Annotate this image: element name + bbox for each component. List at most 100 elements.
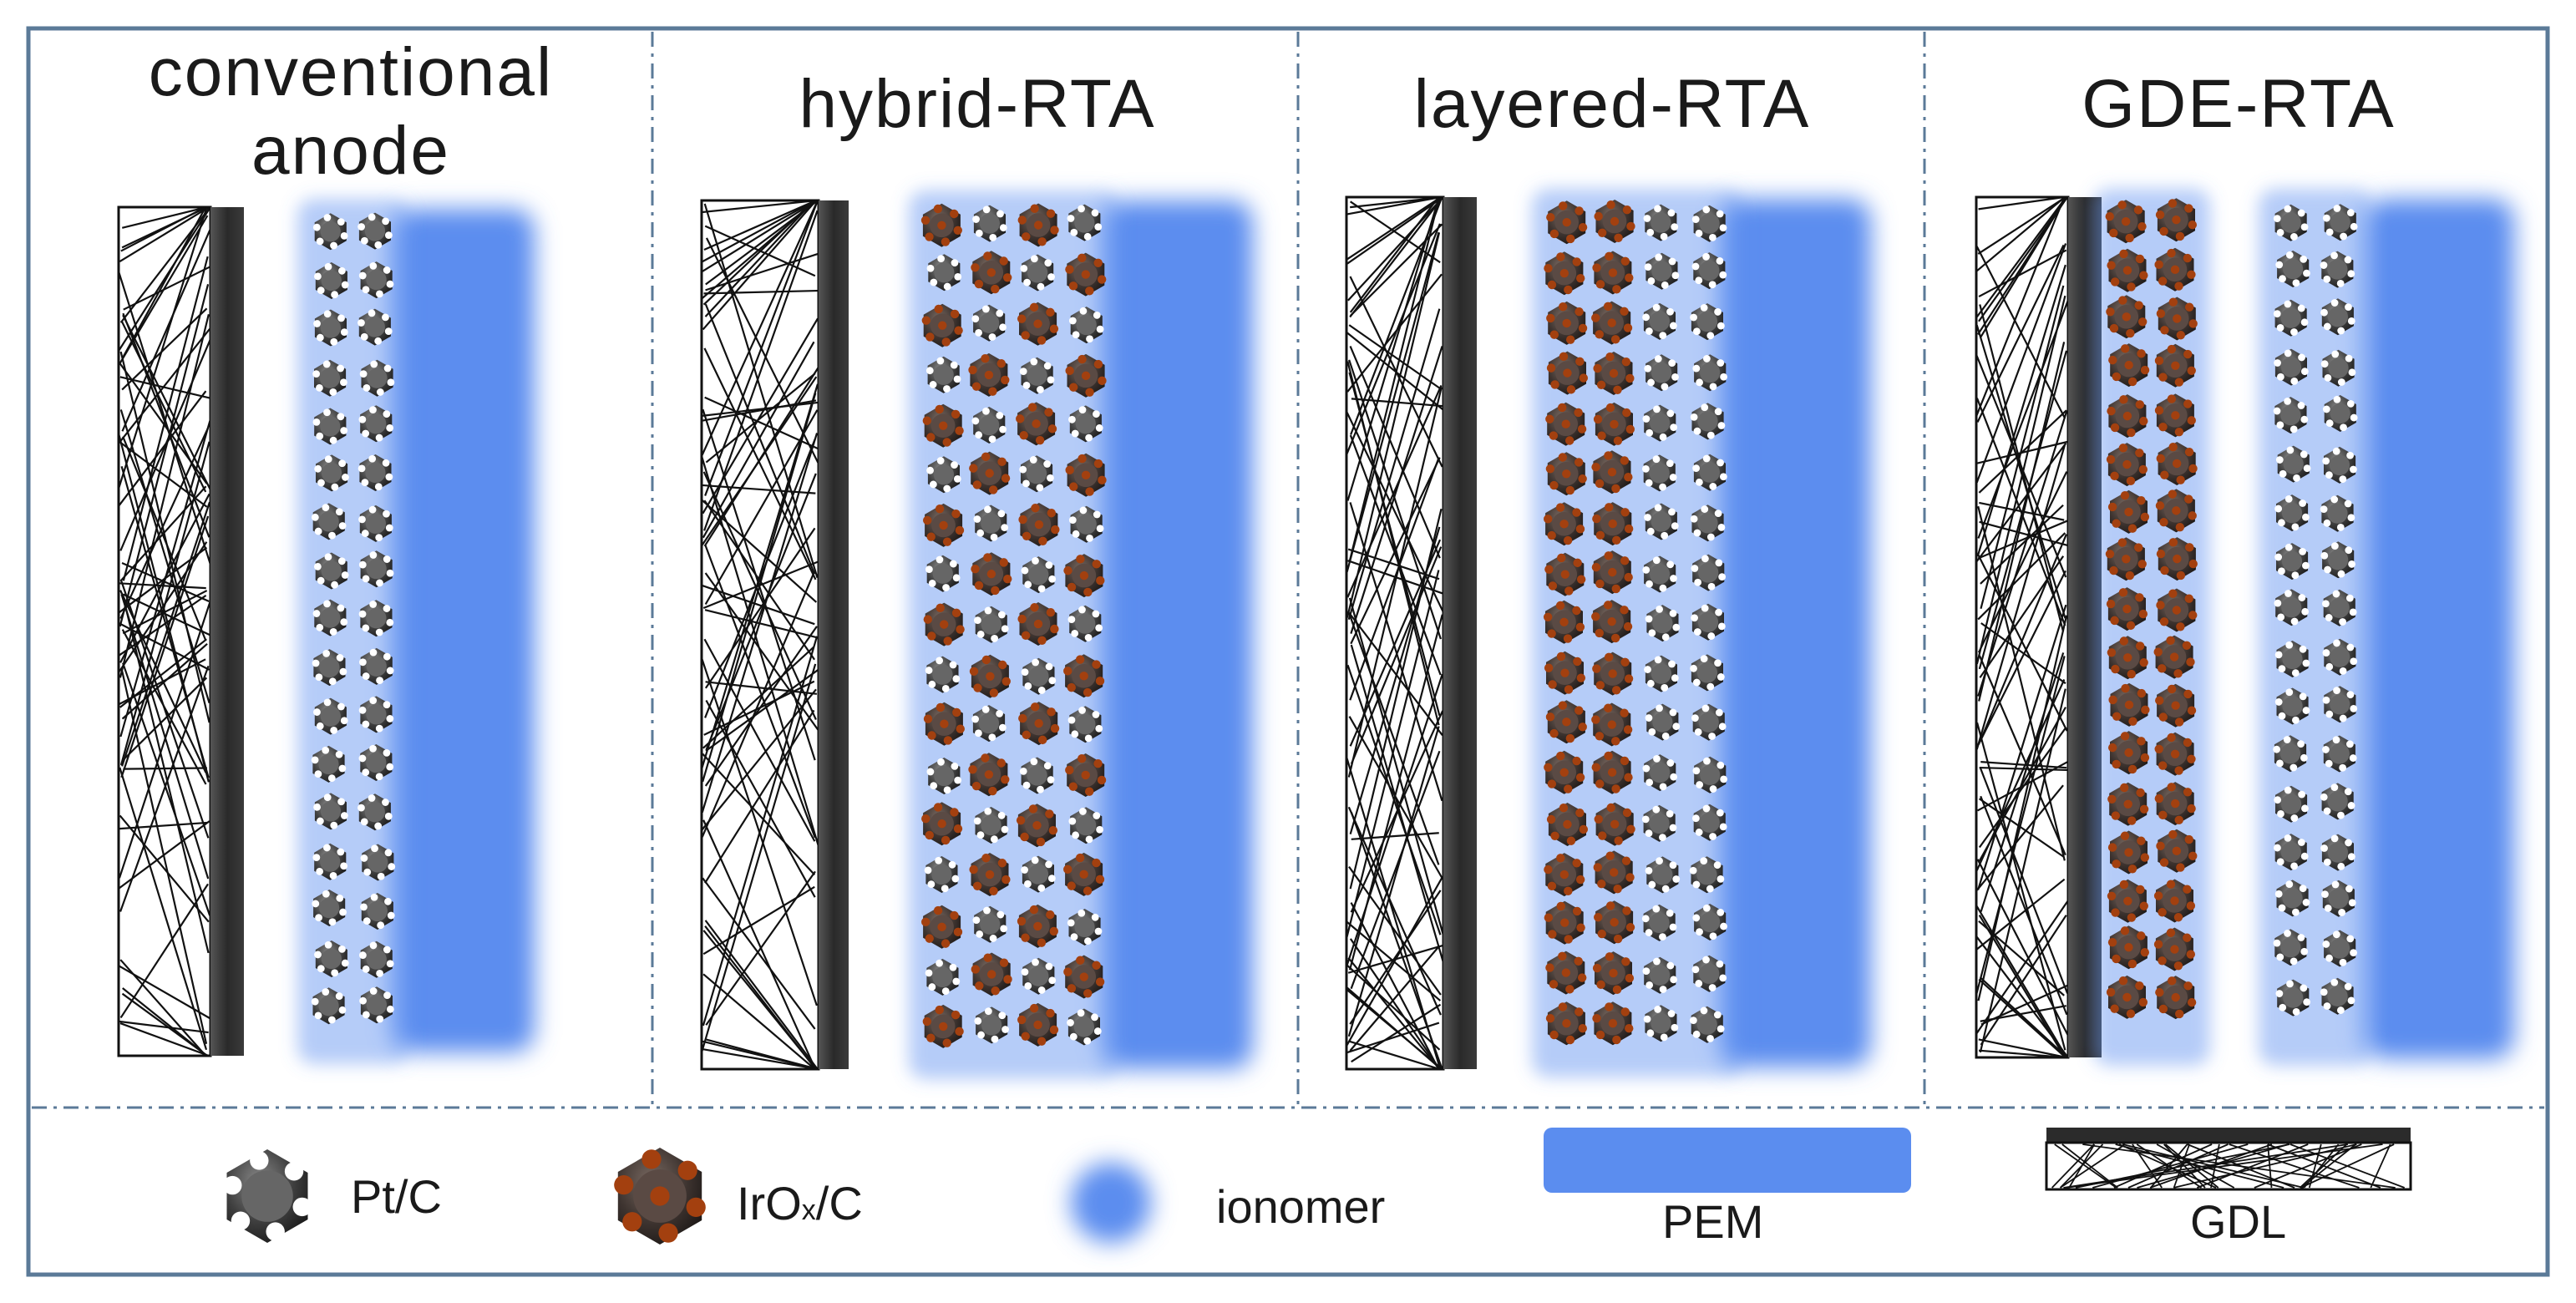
- iroxc-particle: [921, 303, 963, 347]
- ptc-particle: [2320, 834, 2355, 871]
- panel-title-conventional: conventional anode: [148, 34, 554, 189]
- panels-layer: [117, 189, 2514, 1079]
- iroxc-particle: [2155, 198, 2198, 242]
- ptc-particle: [1068, 807, 1103, 844]
- iroxc-particle: [2105, 200, 2147, 244]
- iroxc-particle: [1544, 552, 1586, 596]
- ptc-particle: [2273, 397, 2309, 434]
- iroxc-particle: [2105, 537, 2147, 581]
- gdl-mpl: [819, 200, 849, 1069]
- legend-label-iroxc: IrOx/C: [737, 1176, 863, 1230]
- iroxc-particle: [2107, 830, 2150, 875]
- iroxc-particle: [1018, 503, 1060, 546]
- iroxc-particle: [923, 602, 965, 646]
- iroxc-particle: [1592, 951, 1635, 996]
- ptc-particle: [357, 454, 393, 491]
- ptc-particle: [312, 843, 348, 880]
- iroxc-particle: [923, 702, 965, 746]
- ptc-particle: [358, 261, 394, 299]
- ptc-particle: [1068, 505, 1104, 543]
- iroxc-particle: [1593, 352, 1635, 395]
- ptc-particle: [2273, 929, 2309, 966]
- iroxc-particle: [2107, 489, 2150, 534]
- iroxc-particle: [1065, 453, 1107, 497]
- ptc-particle: [1021, 556, 1057, 594]
- iroxc-particle: [1546, 301, 1588, 345]
- ptc-particle: [973, 504, 1009, 542]
- iroxc-particle: [1594, 900, 1635, 945]
- iroxc-particle: [971, 251, 1012, 295]
- catalyst-layer-conventional: [297, 199, 409, 1064]
- iroxc-particle: [1017, 1002, 1059, 1047]
- iroxc-particle: [2154, 247, 2196, 292]
- panel-dividers: [32, 32, 2544, 1109]
- iroxc-particle: [2156, 537, 2198, 581]
- panel-hybrid: [700, 190, 1253, 1079]
- iroxc-particle: [2156, 829, 2198, 873]
- ptc-particle: [311, 503, 347, 540]
- ptc-particle: [1689, 1006, 1725, 1043]
- iroxc-particle: [971, 952, 1012, 996]
- ptc-particle: [358, 940, 394, 978]
- gdl-fibers: [702, 200, 819, 1069]
- iroxc-particle: [2106, 295, 2148, 339]
- iroxc-particle: [1591, 750, 1633, 794]
- iroxc-particle: [1544, 853, 1585, 897]
- ptc-particle: [925, 555, 961, 592]
- ptc-particle: [313, 697, 348, 735]
- iroxc-particle: [1063, 554, 1105, 598]
- iroxc-particle: [922, 403, 964, 448]
- ptc-particle: [313, 309, 348, 347]
- iroxc-particle: [1545, 452, 1587, 496]
- ptc-particle: [1691, 955, 1727, 992]
- iroxc-particle: [2106, 975, 2148, 1019]
- ptc-particle: [1641, 904, 1677, 941]
- ptc-particle: [1644, 354, 1679, 392]
- ptc-particle: [971, 407, 1007, 444]
- iroxc-particle: [1065, 753, 1107, 797]
- ptc-particle: [2321, 589, 2357, 626]
- ptc-particle: [2274, 641, 2310, 677]
- iroxc-particle: [971, 552, 1012, 596]
- iroxc-particle: [1544, 251, 1585, 296]
- ptc-particle: [2273, 735, 2308, 773]
- ptc-particle: [358, 600, 394, 637]
- iroxc-particle: [2108, 682, 2150, 727]
- iroxc-particle: [1592, 652, 1634, 696]
- ptc-particle: [2322, 930, 2357, 967]
- gdl-fibers: [1346, 197, 1443, 1069]
- iroxc-particle: [1591, 550, 1633, 595]
- ptc-particle: [2320, 349, 2356, 387]
- ptc-particle: [2322, 638, 2358, 676]
- ptc-particle: [2274, 589, 2310, 626]
- ptc-particle: [1641, 804, 1677, 842]
- iroxc-particle: [922, 1004, 964, 1048]
- pem-membrane: [393, 209, 535, 1052]
- ptc-particle: [312, 649, 347, 687]
- ptc-particle: [223, 1149, 312, 1243]
- ptc-particle: [1068, 405, 1103, 443]
- panel-title-gde: GDE-RTA: [2082, 66, 2396, 142]
- ptc-particle: [2320, 251, 2355, 288]
- ptc-particle: [1019, 455, 1054, 493]
- ptc-particle: [2275, 251, 2310, 287]
- ptc-particle: [2322, 686, 2358, 723]
- iroxc-particle: [920, 203, 962, 247]
- ptc-particle: [1020, 254, 1055, 292]
- legend-label-ptc: Pt/C: [351, 1170, 442, 1223]
- ptc-particle: [360, 844, 396, 881]
- panel-gde: [1975, 189, 2514, 1066]
- iroxc-particle: [1063, 852, 1105, 896]
- iroxc-particle: [2154, 393, 2196, 438]
- ptc-particle: [357, 793, 393, 831]
- ptc-particle: [925, 656, 961, 693]
- ptc-particle: [1067, 706, 1103, 743]
- iroxc-particle: [1545, 1001, 1587, 1046]
- ptc-particle: [1641, 454, 1677, 492]
- ptc-particle: [357, 212, 393, 250]
- ptc-particle: [1021, 957, 1057, 995]
- ptc-particle: [314, 940, 349, 977]
- iroxc-particle: [921, 802, 963, 846]
- ptc-particle: [1690, 403, 1726, 440]
